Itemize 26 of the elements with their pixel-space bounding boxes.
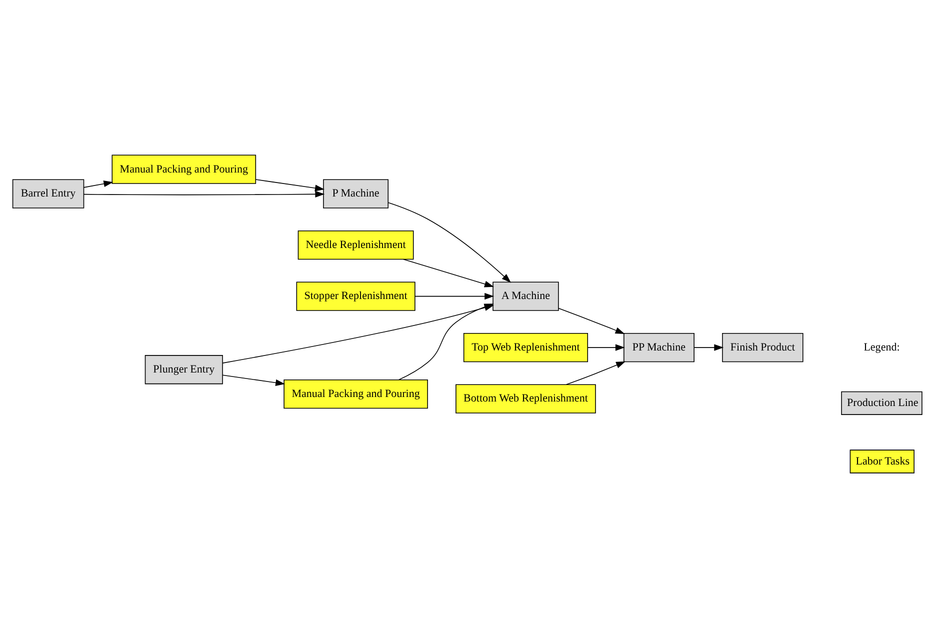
arrow: [387, 202, 511, 283]
arrow: [558, 308, 624, 334]
node-box: PP Machine: [623, 332, 694, 362]
node-box: Bottom Web Replenishment: [455, 384, 596, 414]
node-box: Plunger Entry: [144, 355, 222, 384]
arrow: [586, 344, 624, 351]
node-box: P Machine: [322, 179, 388, 208]
label: Legend:: [863, 341, 900, 354]
arrow: [566, 361, 626, 385]
node-box: Manual Packing and Pouring: [283, 380, 428, 409]
node-box: Barrel Entry: [12, 179, 84, 208]
legend-label: Labor Tasks: [855, 455, 910, 468]
node-box: Needle Replenishment: [297, 230, 414, 260]
node-box: A Machine: [492, 282, 558, 311]
node-box: Manual Packing and Pouring: [111, 154, 256, 184]
arrow: [414, 292, 494, 300]
node-box: Finish Product: [722, 332, 803, 362]
arrow: [402, 258, 494, 288]
arrow: [254, 179, 324, 192]
arrow: [222, 374, 285, 386]
arrow: [82, 190, 324, 198]
legend-label: Production Line: [846, 397, 918, 410]
node-box: Stopper Replenishment: [296, 282, 415, 311]
arrow: [83, 180, 113, 188]
arrow: [693, 344, 724, 351]
node-box: Top Web Replenishment: [462, 332, 588, 362]
